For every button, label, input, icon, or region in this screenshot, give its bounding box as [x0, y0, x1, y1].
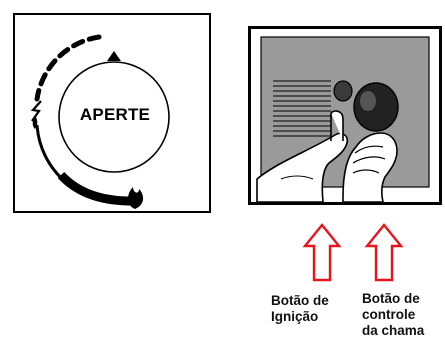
- caption-line: controle: [362, 307, 416, 322]
- ignition-button-caption: Botão de Ignição: [271, 293, 351, 325]
- flame-control-knob-graphic: [353, 82, 399, 132]
- triangle-pointer-icon: [107, 51, 121, 61]
- up-arrow-icon: [302, 223, 342, 282]
- caption-line: Ignição: [271, 309, 319, 324]
- arrows-group: [302, 223, 404, 282]
- vent-lines: [273, 80, 331, 137]
- knob-circle: [58, 61, 170, 173]
- dashed-arc: [34, 34, 102, 102]
- hands-pressing-buttons-illustration: [248, 26, 442, 205]
- flame-control-caption: Botão de controle da chama: [362, 291, 444, 339]
- large-flame-icon: [128, 187, 144, 209]
- knob-highlight: [360, 91, 376, 111]
- ignition-button-graphic: [333, 80, 353, 102]
- knob-dial-graphic: [30, 34, 170, 209]
- small-flame-icon: [32, 115, 38, 129]
- knob-label: APERTE: [79, 105, 151, 124]
- caption-line: Botão de: [271, 293, 329, 308]
- solid-arc-thick: [57, 171, 132, 206]
- hands-illustration-graphic: [256, 36, 430, 202]
- caption-line: Botão de: [362, 291, 420, 306]
- caption-line: da chama: [362, 323, 425, 338]
- right-hand: [342, 132, 398, 202]
- spark-icon: [30, 100, 42, 122]
- left-index-finger: [330, 110, 344, 141]
- left-hand: [256, 132, 349, 202]
- knob-diagram-panel: APERTE: [13, 13, 211, 213]
- up-arrow-icon: [364, 223, 404, 282]
